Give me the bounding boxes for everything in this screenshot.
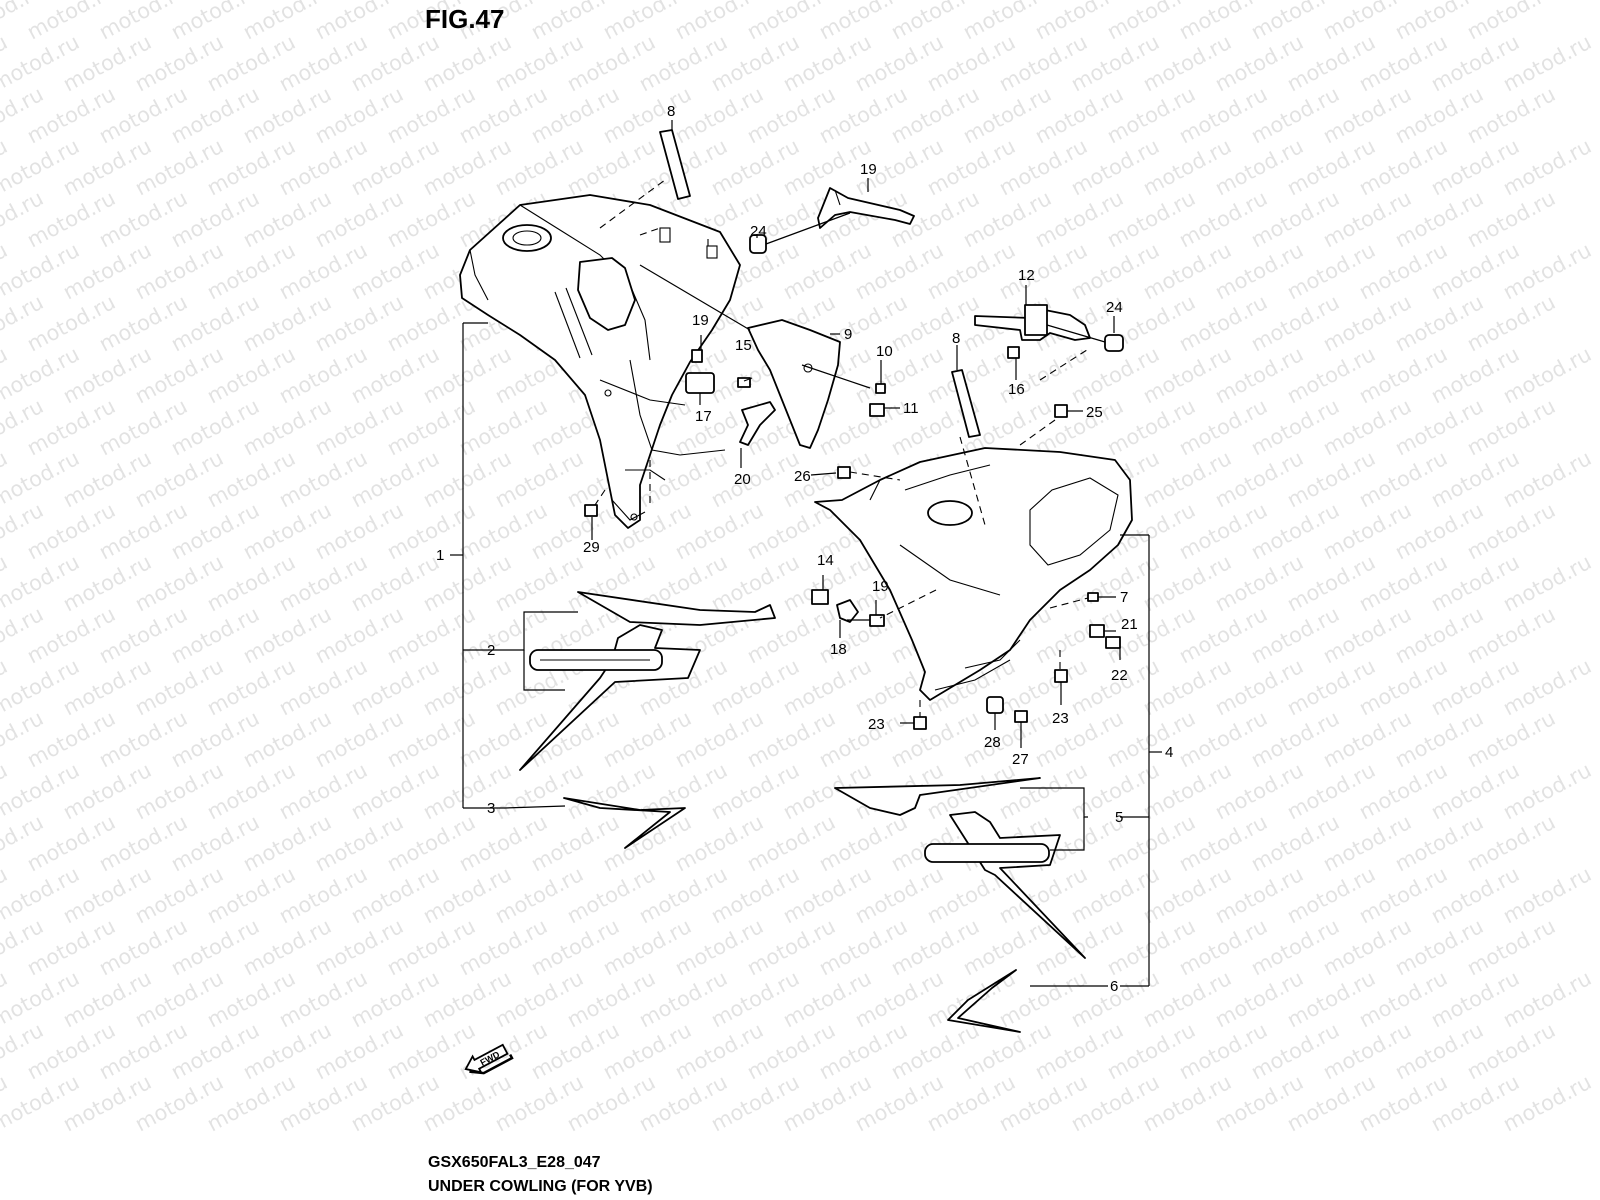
part-8-rod-lower xyxy=(951,369,981,438)
callout-labels: 8 19 24 12 24 19 9 8 15 10 16 11 25 17 2… xyxy=(436,103,1173,995)
callout-1: 1 xyxy=(436,547,444,564)
decal-set-right xyxy=(834,777,1086,1033)
callout-19b: 19 xyxy=(872,578,889,595)
decal-set-left xyxy=(519,591,776,849)
callout-26: 26 xyxy=(794,468,811,485)
callout-10: 10 xyxy=(876,343,893,360)
callout-11: 11 xyxy=(903,400,919,417)
callout-28: 28 xyxy=(984,734,1001,751)
callout-8a: 8 xyxy=(667,103,675,120)
right-under-cowling xyxy=(814,447,1133,701)
callout-19a: 19 xyxy=(692,312,709,329)
callout-8b: 8 xyxy=(952,330,960,347)
callout-23b: 23 xyxy=(868,716,885,733)
callout-2: 2 xyxy=(487,642,495,659)
callout-6: 6 xyxy=(1110,978,1118,995)
callout-3: 3 xyxy=(487,800,495,817)
model-code: GSX650FAL3_E28_047 xyxy=(428,1154,601,1171)
callout-7: 7 xyxy=(1120,589,1128,606)
callout-4: 4 xyxy=(1165,744,1173,761)
figure-caption: UNDER COWLING (FOR YVB) xyxy=(428,1178,653,1195)
callout-25: 25 xyxy=(1086,404,1103,421)
left-under-cowling xyxy=(459,194,741,529)
callout-24a: 24 xyxy=(750,223,767,240)
callout-9: 9 xyxy=(844,326,852,343)
callout-13: 12 xyxy=(1018,267,1035,284)
callout-23a: 23 xyxy=(1052,710,1069,727)
callout-21: 21 xyxy=(1121,616,1138,633)
leader-lines xyxy=(450,120,1162,987)
callout-5: 5 xyxy=(1115,809,1123,826)
callout-14: 14 xyxy=(817,552,834,569)
callout-12: 19 xyxy=(860,161,877,178)
callout-22: 22 xyxy=(1111,667,1128,684)
watermark-layer: motod.rumotod.rumotod.rumotod.rumotod.ru… xyxy=(0,0,1595,1136)
callout-17: 17 xyxy=(695,408,712,425)
callout-27: 27 xyxy=(1012,751,1029,768)
dashed-lines xyxy=(594,179,1091,717)
figure-title: FIG.47 xyxy=(425,4,505,34)
callout-24b: 24 xyxy=(1106,299,1123,316)
part-13-stay xyxy=(974,304,1091,341)
callout-16: 16 xyxy=(1008,381,1025,398)
callout-20: 20 xyxy=(734,471,751,488)
part-8-rod-upper xyxy=(659,129,691,200)
callout-18: 18 xyxy=(830,641,847,658)
callout-15: 15 xyxy=(735,337,752,354)
part-9-bracket-panel xyxy=(747,319,841,449)
callout-29: 29 xyxy=(583,539,600,556)
